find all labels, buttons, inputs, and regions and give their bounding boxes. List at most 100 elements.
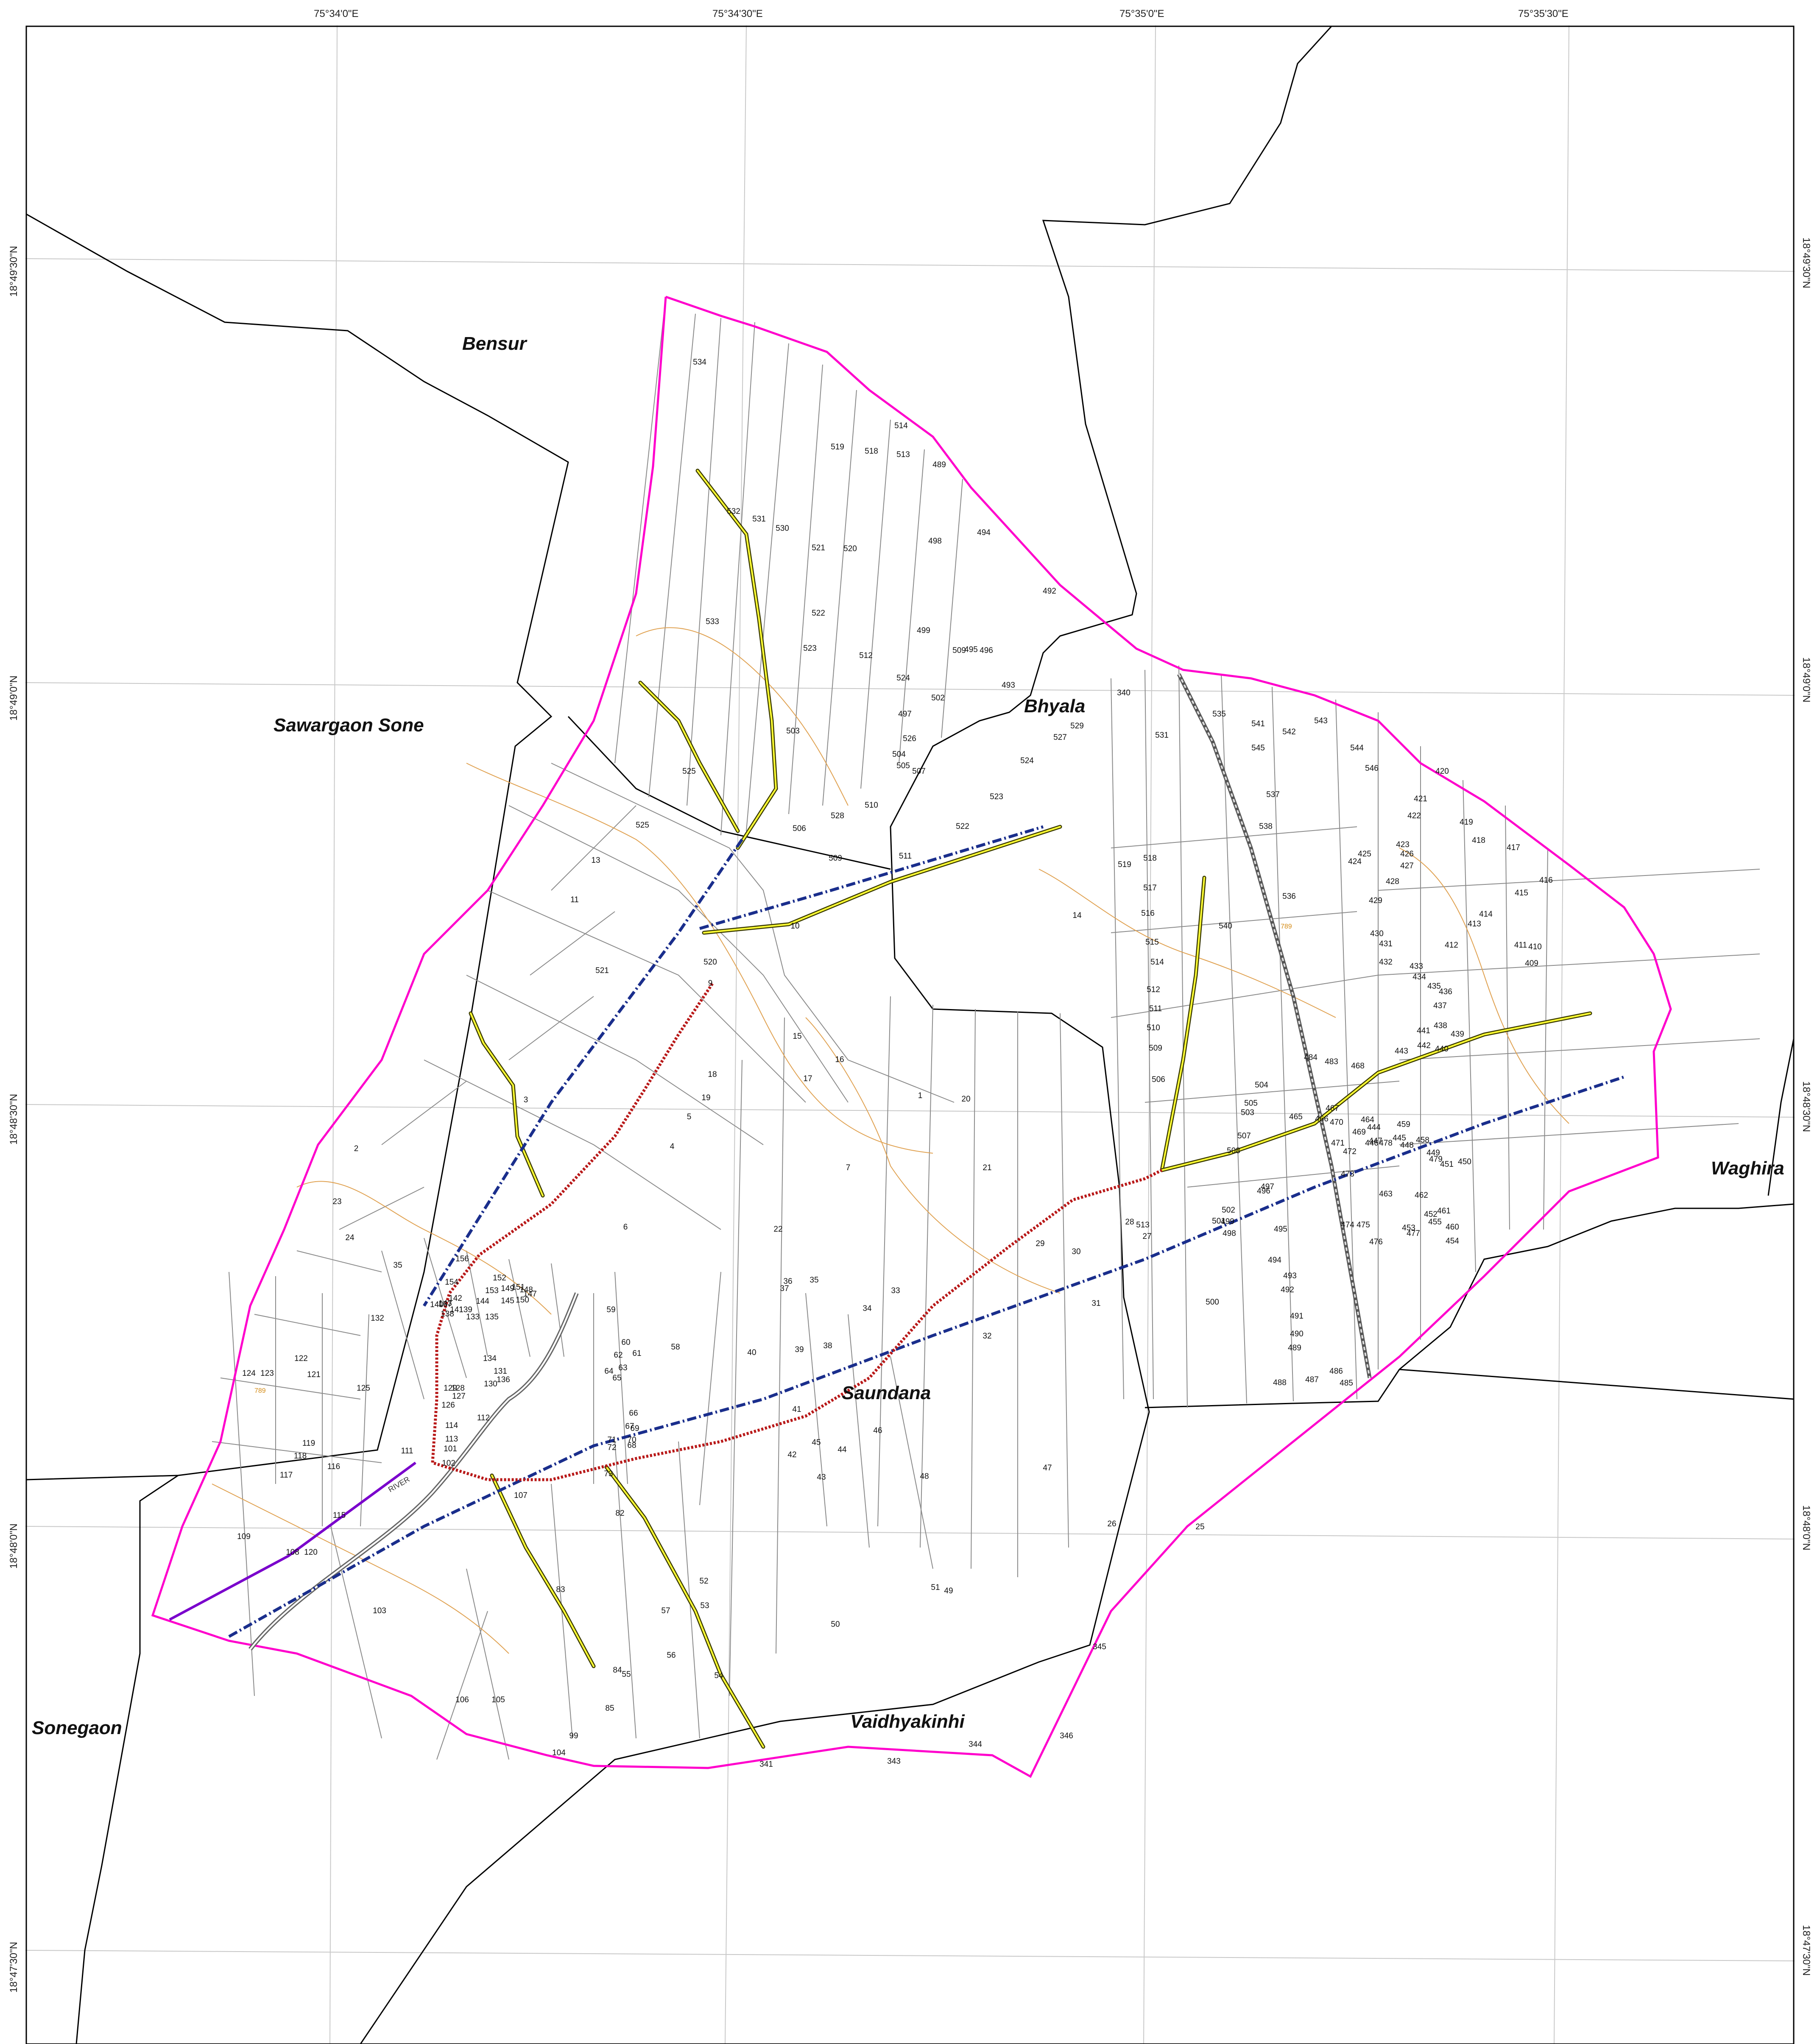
plot-number-label: 129 bbox=[444, 1384, 457, 1393]
plot-number-label: 500 bbox=[1206, 1298, 1219, 1307]
plot-number-label: 99 bbox=[569, 1732, 578, 1740]
plot-number-label: 519 bbox=[831, 443, 844, 452]
contour-lines bbox=[212, 627, 1569, 1654]
plot-number-label: 53 bbox=[700, 1601, 709, 1610]
plot-number-label: 346 bbox=[1060, 1732, 1073, 1740]
lat-label-left-1: 18°49'30"N bbox=[8, 246, 20, 297]
plot-number-label: 154 bbox=[445, 1278, 458, 1287]
plot-number-label: 60 bbox=[621, 1338, 630, 1347]
plot-number-label: 31 bbox=[1091, 1299, 1100, 1308]
plot-number-label: 455 bbox=[1428, 1218, 1442, 1227]
plot-number-label: 428 bbox=[1386, 877, 1399, 886]
plot-number-label: 522 bbox=[812, 609, 825, 618]
plot-number-label: 4 bbox=[670, 1142, 675, 1151]
village-labels: Bensur Sawargaon Sone Bhyala Saundana Wa… bbox=[32, 333, 1784, 1738]
plot-number-label: 479 bbox=[1429, 1155, 1443, 1164]
plot-number-label: 496 bbox=[1257, 1187, 1270, 1196]
plot-number-label: 474 bbox=[1341, 1221, 1354, 1230]
plot-number-label: 543 bbox=[1314, 717, 1328, 725]
plot-number-label: 525 bbox=[636, 821, 649, 830]
plot-number-label: 340 bbox=[1117, 689, 1131, 697]
plot-number-label: 504 bbox=[1255, 1081, 1268, 1090]
lon-label-1: 75°34'0"E bbox=[314, 8, 358, 20]
plot-number-label: 46 bbox=[873, 1426, 882, 1435]
plot-number-label: 518 bbox=[865, 447, 878, 456]
plot-number-label: 140 bbox=[430, 1300, 444, 1309]
plot-number-label: 130 bbox=[484, 1380, 497, 1389]
plot-number-label: 133 bbox=[466, 1313, 480, 1322]
plot-number-label: 471 bbox=[1331, 1139, 1345, 1148]
plot-number-label: 501 bbox=[1212, 1217, 1225, 1226]
plot-number-label: 465 bbox=[1289, 1113, 1303, 1121]
plot-number-label: 84 bbox=[613, 1666, 622, 1675]
plot-number-label: 421 bbox=[1414, 795, 1427, 803]
plot-number-label: 134 bbox=[483, 1354, 497, 1363]
plot-number-label: 138 bbox=[441, 1310, 454, 1319]
plot-number-label: 123 bbox=[260, 1369, 274, 1378]
plot-number-label: 495 bbox=[964, 645, 978, 654]
plot-number-label: 453 bbox=[1402, 1224, 1415, 1233]
plot-number-label: 485 bbox=[1340, 1379, 1353, 1388]
plot-number-label: 413 bbox=[1468, 920, 1481, 929]
plot-number-label: 112 bbox=[477, 1414, 490, 1422]
plot-number-label: 447 bbox=[1369, 1137, 1382, 1146]
plot-number-label: 142 bbox=[449, 1294, 462, 1303]
plot-number-label: 58 bbox=[671, 1343, 680, 1352]
plot-number-label: 139 bbox=[459, 1305, 472, 1314]
plot-number-label: 48 bbox=[920, 1472, 929, 1481]
plot-number-label: 55 bbox=[622, 1670, 631, 1679]
plot-number-label: 147 bbox=[523, 1290, 537, 1299]
plot-number-label: 492 bbox=[1281, 1286, 1294, 1294]
study-area-boundary bbox=[151, 296, 1672, 1778]
plot-number-label: 412 bbox=[1445, 941, 1458, 950]
plot-number-label: 477 bbox=[1407, 1229, 1420, 1238]
plot-number-label: 524 bbox=[1020, 756, 1034, 765]
plot-number-label: 105 bbox=[491, 1695, 505, 1704]
plot-number-label: 476 bbox=[1369, 1238, 1383, 1246]
plot-number-label: 423 bbox=[1396, 840, 1410, 849]
plot-number-label: 422 bbox=[1407, 811, 1421, 820]
plot-number-label: 124 bbox=[242, 1369, 256, 1378]
pipelines bbox=[228, 825, 1625, 1638]
plot-number-label: 469 bbox=[1352, 1128, 1366, 1137]
plot-number-label: 143 bbox=[438, 1299, 452, 1308]
plot-number-label: 66 bbox=[629, 1409, 638, 1418]
plot-number-label: 38 bbox=[823, 1341, 832, 1350]
plot-number-label: 118 bbox=[294, 1452, 307, 1461]
plot-number-label: 507 bbox=[912, 767, 926, 776]
plot-number-label: 497 bbox=[898, 710, 912, 719]
plot-number-label: 73 bbox=[604, 1470, 613, 1478]
plot-number-label: 136 bbox=[497, 1375, 510, 1384]
lat-label-left-4: 18°48'0"N bbox=[8, 1523, 20, 1569]
plot-number-label: 440 bbox=[1435, 1045, 1449, 1054]
plot-number-label: 491 bbox=[1290, 1312, 1304, 1321]
plot-number-label: 441 bbox=[1417, 1026, 1430, 1035]
contour-label-2: 789 bbox=[1281, 923, 1292, 930]
plot-number-label: 417 bbox=[1507, 843, 1520, 852]
plot-number-label: 122 bbox=[294, 1354, 308, 1363]
plot-number-label: 148 bbox=[519, 1286, 533, 1294]
plot-number-label: 503 bbox=[1241, 1108, 1254, 1117]
plot-number-label: 497 bbox=[1261, 1182, 1274, 1191]
plot-number-label: 511 bbox=[899, 852, 912, 861]
plot-number-label: 472 bbox=[1343, 1147, 1357, 1156]
lat-label-left-5: 18°47'30"N bbox=[8, 1942, 20, 1993]
plot-number-label: 483 bbox=[1325, 1057, 1338, 1066]
plot-number-label: 125 bbox=[357, 1384, 370, 1393]
plot-number-label: 449 bbox=[1426, 1149, 1440, 1157]
plot-number-label: 7 bbox=[846, 1163, 851, 1172]
plot-number-label: 152 bbox=[493, 1274, 506, 1283]
plot-number-label: 35 bbox=[393, 1261, 402, 1270]
village-label-sawargaon-sone: Sawargaon Sone bbox=[274, 715, 424, 736]
plot-number-label: 82 bbox=[615, 1509, 624, 1518]
plot-number-label: 509 bbox=[1149, 1044, 1162, 1053]
plot-number-label: 438 bbox=[1434, 1021, 1447, 1030]
plot-number-label: 512 bbox=[1147, 985, 1160, 994]
plot-number-label: 1 bbox=[918, 1091, 923, 1100]
plot-number-label: 127 bbox=[452, 1392, 466, 1401]
plot-number-label: 473 bbox=[1341, 1170, 1354, 1179]
plot-number-label: 429 bbox=[1369, 896, 1382, 905]
plot-number-label: 19 bbox=[701, 1093, 710, 1102]
plot-number-label: 62 bbox=[614, 1351, 622, 1360]
